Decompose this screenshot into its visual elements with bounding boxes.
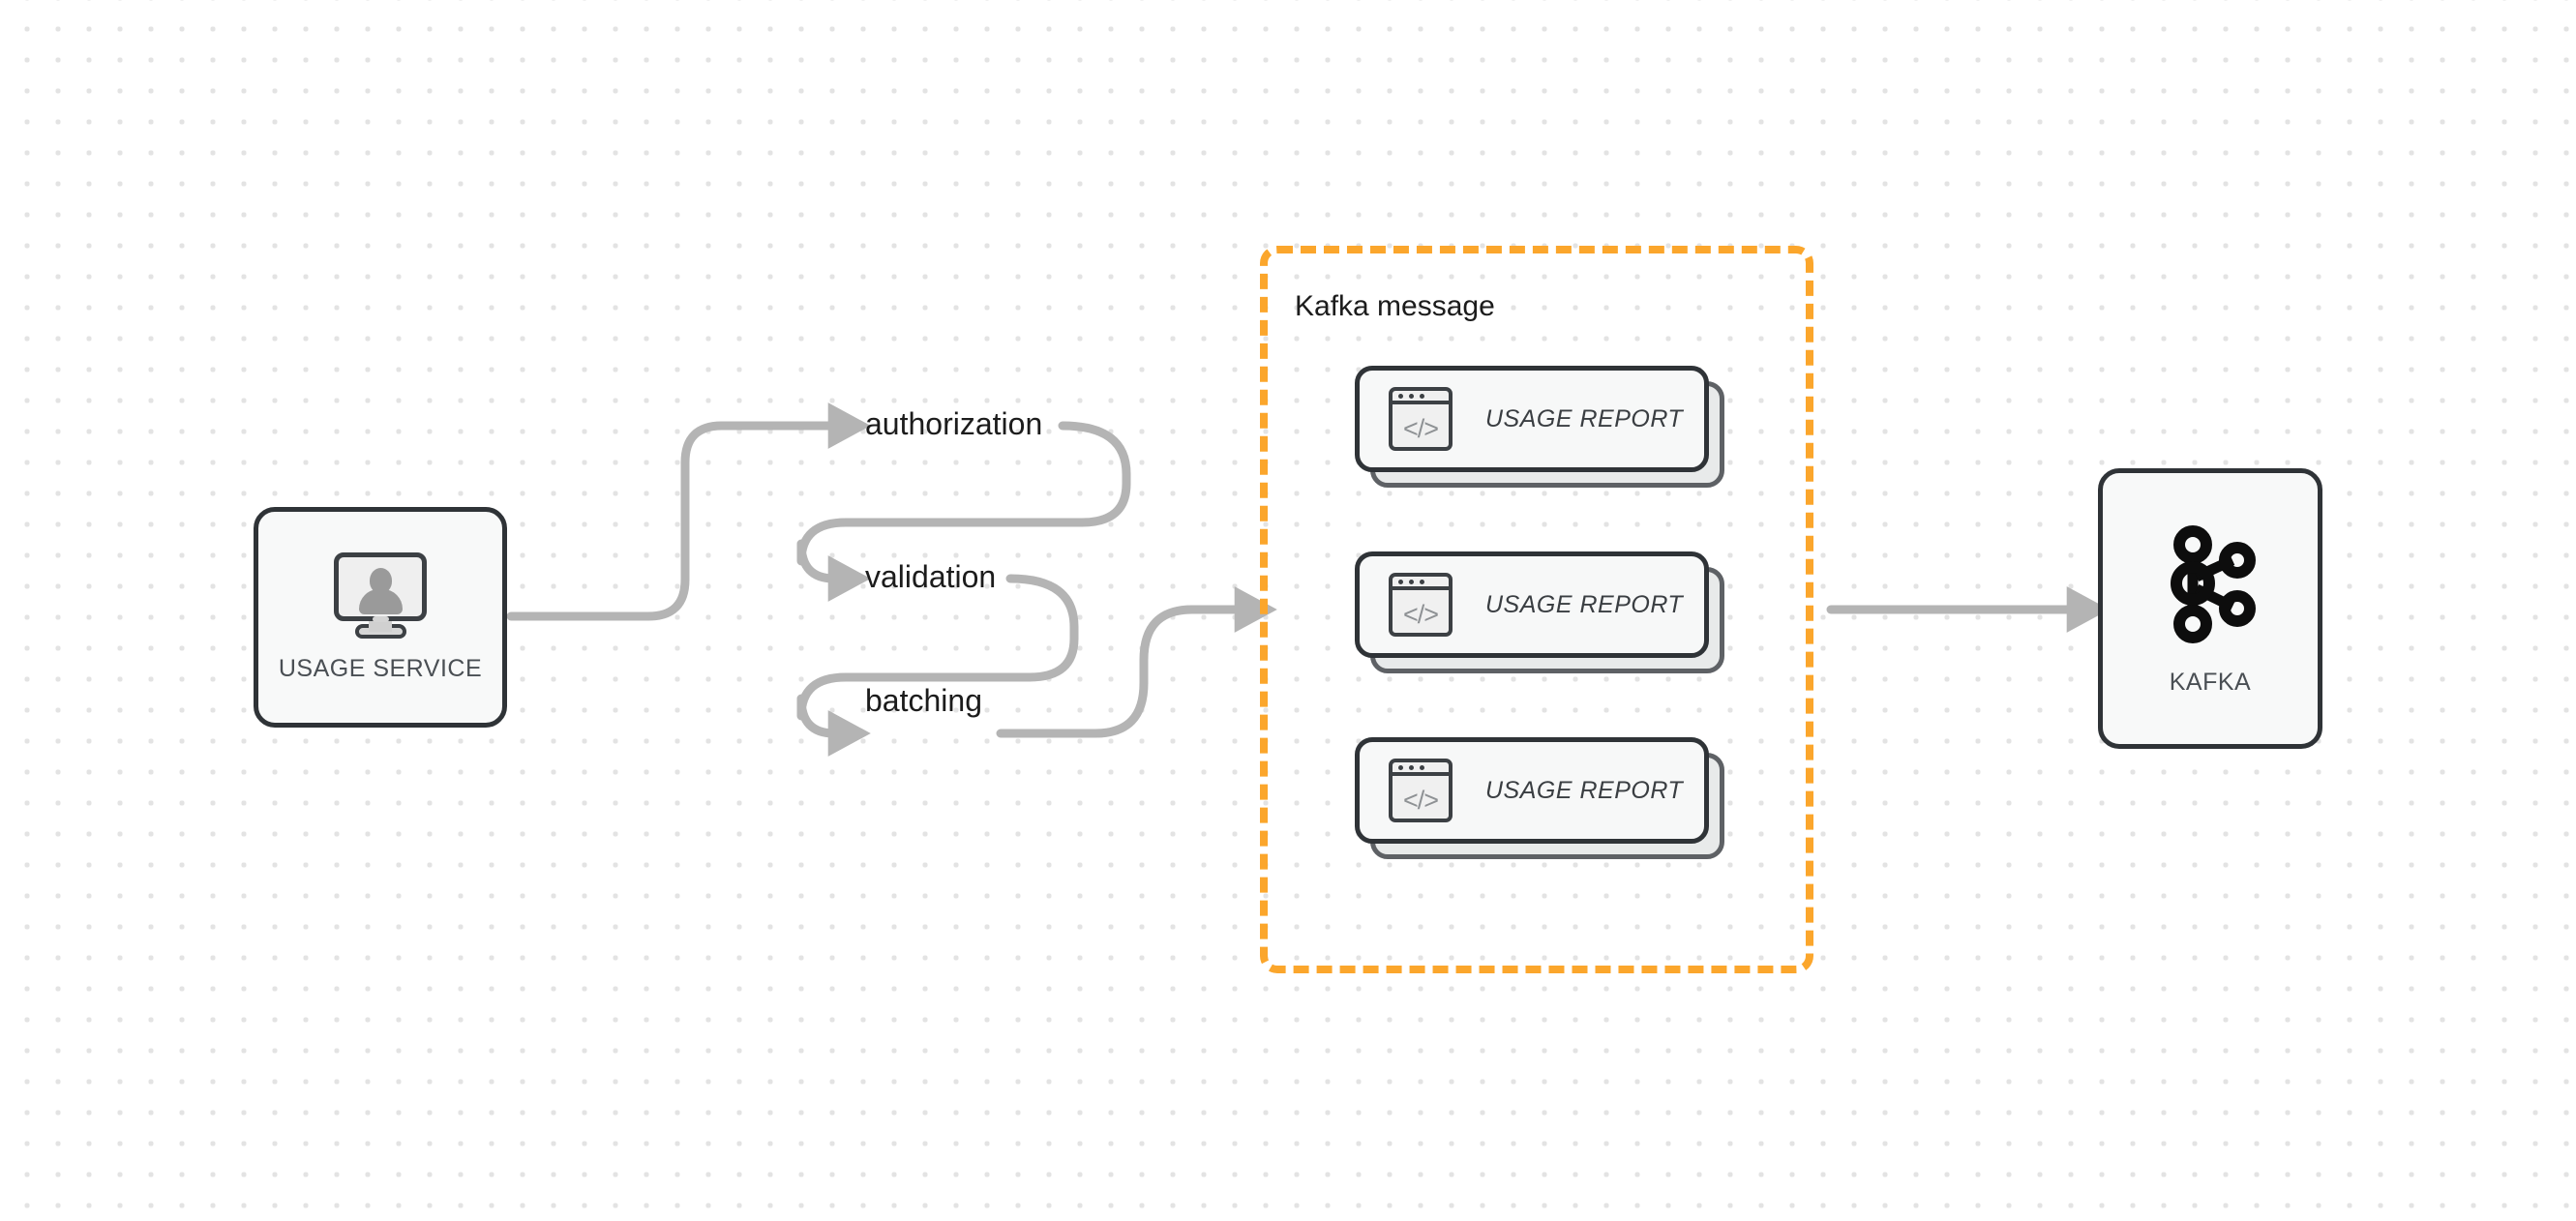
- titlebar-dot: [1398, 580, 1403, 584]
- pipeline-step-authorization[interactable]: authorization: [865, 406, 1043, 441]
- kafka-message-group-title: Kafka message: [1295, 290, 1495, 322]
- pipeline-step-validation[interactable]: validation: [865, 559, 997, 594]
- code-window-titlebar: [1389, 573, 1453, 590]
- code-glyph: </>: [1402, 599, 1439, 629]
- pipeline-step-batching[interactable]: batching: [865, 683, 982, 718]
- card-face: </> USAGE REPORT: [1355, 366, 1709, 472]
- code-glyph: </>: [1402, 413, 1439, 443]
- titlebar-dot: [1409, 394, 1414, 399]
- usage-report-card[interactable]: </> USAGE REPORT: [1355, 551, 1724, 673]
- usage-report-label: USAGE REPORT: [1485, 404, 1684, 432]
- node-usage-service[interactable]: USAGE SERVICE: [254, 507, 507, 728]
- usage-report-label: USAGE REPORT: [1485, 776, 1684, 804]
- kafka-logo-icon: [2171, 524, 2256, 643]
- node-usage-service-label: USAGE SERVICE: [278, 654, 483, 682]
- kafka-message-group[interactable]: [1260, 246, 1813, 973]
- wire-batching-to-kafka-message: [996, 586, 1277, 738]
- wire-authorization-to-validation: [796, 421, 1131, 602]
- titlebar-dot: [1420, 580, 1424, 584]
- titlebar-dot: [1409, 765, 1414, 770]
- monitor-user-icon: [334, 551, 427, 639]
- titlebar-dot: [1420, 394, 1424, 399]
- code-window-titlebar: [1389, 387, 1453, 404]
- code-window-titlebar: [1389, 759, 1453, 776]
- titlebar-dot: [1398, 765, 1403, 770]
- usage-report-card[interactable]: </> USAGE REPORT: [1355, 366, 1724, 488]
- monitor-notch: [373, 615, 389, 622]
- usage-report-card[interactable]: </> USAGE REPORT: [1355, 737, 1724, 859]
- person-body: [359, 588, 403, 614]
- titlebar-dot: [1398, 394, 1403, 399]
- titlebar-dot: [1409, 580, 1414, 584]
- node-kafka-label: KAFKA: [2169, 668, 2252, 696]
- wire-usage-service-to-authorization: [506, 402, 871, 621]
- code-glyph: </>: [1402, 785, 1439, 815]
- monitor-neck: [369, 619, 392, 632]
- card-face: </> USAGE REPORT: [1355, 551, 1709, 658]
- code-window-icon: </>: [1389, 387, 1453, 451]
- card-face: </> USAGE REPORT: [1355, 737, 1709, 844]
- node-kafka[interactable]: KAFKA: [2098, 468, 2322, 749]
- titlebar-dot: [1420, 765, 1424, 770]
- code-window-icon: </>: [1389, 759, 1453, 822]
- person-head: [370, 567, 392, 593]
- code-window-icon: </>: [1389, 573, 1453, 637]
- usage-report-label: USAGE REPORT: [1485, 590, 1684, 618]
